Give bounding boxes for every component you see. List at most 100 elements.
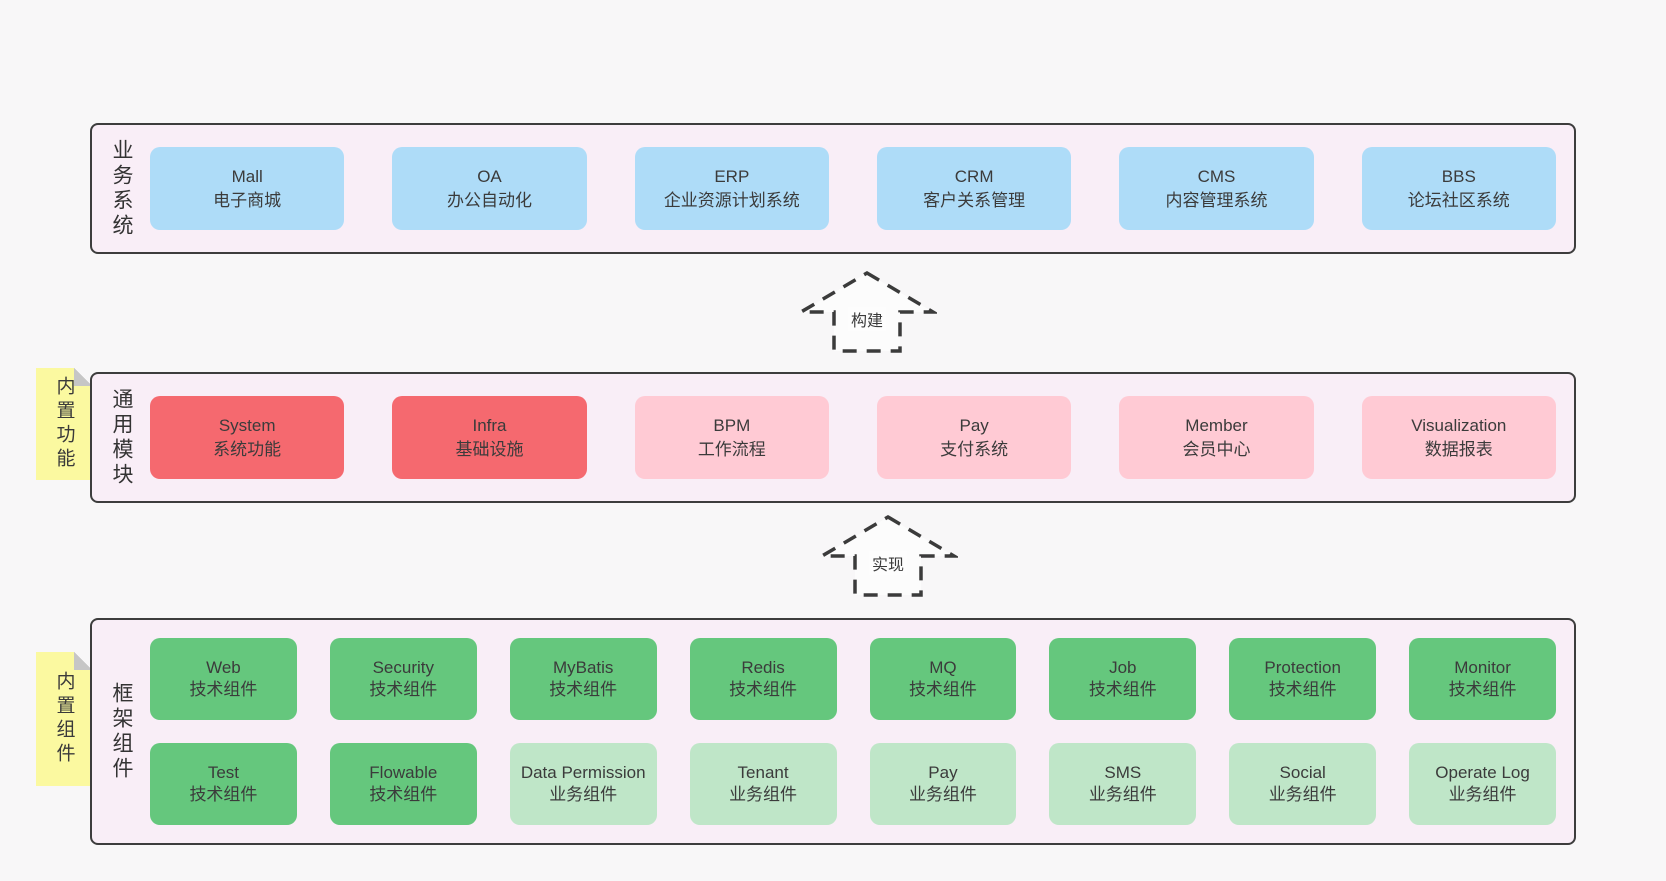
module-box-title: System xyxy=(218,415,276,435)
module-box-subtitle: 技术组件 xyxy=(369,680,438,699)
module-box-subtitle: 技术组件 xyxy=(369,785,438,804)
module-box-social: Social 业务组件 xyxy=(1229,743,1377,825)
module-box-title: MyBatis xyxy=(552,658,614,678)
module-box-subtitle: 技术组件 xyxy=(189,785,258,804)
folded-corner-icon xyxy=(74,368,92,386)
module-box-mybatis: MyBatis 技术组件 xyxy=(509,638,657,720)
module-box-title: Pay xyxy=(928,763,958,783)
module-box-data-permission: Data Permission 业务组件 xyxy=(509,743,657,825)
module-box-tenant: Tenant 业务组件 xyxy=(689,743,837,825)
module-box-title: Infra xyxy=(472,415,507,435)
module-box-title: Protection xyxy=(1264,658,1341,678)
module-box-title: Redis xyxy=(741,658,785,678)
sticky-note-builtin-components: 内置组件 xyxy=(36,652,92,786)
band-side-column: 业务系统 xyxy=(92,125,150,252)
module-box-subtitle: 业务组件 xyxy=(1088,785,1157,804)
module-box-title: BBS xyxy=(1441,166,1476,186)
module-box-title: MQ xyxy=(929,658,957,678)
arrow-label: 构建 xyxy=(847,306,887,331)
module-box-crm: CRM 客户关系管理 xyxy=(876,147,1072,230)
module-box-title: CMS xyxy=(1197,166,1236,186)
module-box-title: Flowable xyxy=(369,763,438,783)
module-box-subtitle: 内容管理系统 xyxy=(1165,190,1268,210)
module-box-title: Monitor xyxy=(1454,658,1511,678)
module-box-title: Member xyxy=(1185,415,1248,435)
module-box-erp: ERP 企业资源计划系统 xyxy=(634,147,829,230)
module-box-title: CRM xyxy=(954,166,994,186)
module-box-subtitle: 支付系统 xyxy=(940,439,1009,459)
module-box-operate-log: Operate Log 业务组件 xyxy=(1409,743,1556,825)
module-box-subtitle: 业务组件 xyxy=(729,785,798,804)
module-box-subtitle: 技术组件 xyxy=(1448,680,1517,699)
band-side-column: 框架组件 xyxy=(92,620,150,843)
module-box-subtitle: 论坛社区系统 xyxy=(1407,190,1510,210)
module-box-system: System 系统功能 xyxy=(150,396,345,479)
module-box-test: Test 技术组件 xyxy=(150,743,297,825)
build-arrow: 构建 xyxy=(797,270,937,354)
sticky-note-label: 内置组件 xyxy=(53,671,75,767)
module-box-title: ERP xyxy=(714,166,750,186)
module-box-cms: CMS 内容管理系统 xyxy=(1119,147,1314,230)
band-side-label: 框架组件 xyxy=(110,681,133,782)
module-box-title: Mall xyxy=(231,166,263,186)
module-box-subtitle: 技术组件 xyxy=(908,680,977,699)
module-box-subtitle: 技术组件 xyxy=(729,680,798,699)
band-side-column: 通用模块 xyxy=(92,374,150,501)
module-box-member: Member 会员中心 xyxy=(1119,396,1314,479)
module-box-monitor: Monitor 技术组件 xyxy=(1409,638,1556,720)
module-box-web: Web 技术组件 xyxy=(150,638,297,720)
module-box-mq: MQ 技术组件 xyxy=(869,638,1017,720)
module-box-subtitle: 系统功能 xyxy=(213,439,282,459)
sticky-note-label: 内置功能 xyxy=(53,376,75,472)
module-box-redis: Redis 技术组件 xyxy=(689,638,837,720)
module-box-title: Job xyxy=(1109,658,1137,678)
module-box-pay: Pay 支付系统 xyxy=(876,396,1072,479)
module-box-title: Data Permission xyxy=(520,763,646,783)
module-box-title: Social xyxy=(1279,763,1326,783)
module-box-flowable: Flowable 技术组件 xyxy=(329,743,477,825)
arrow-label: 实现 xyxy=(868,550,908,575)
module-box-visualization: Visualization 数据报表 xyxy=(1361,396,1556,479)
module-box-subtitle: 技术组件 xyxy=(549,680,618,699)
module-box-title: Visualization xyxy=(1411,415,1507,435)
module-box-bbs: BBS 论坛社区系统 xyxy=(1361,147,1556,230)
module-box-title: Security xyxy=(372,658,435,678)
module-box-subtitle: 客户关系管理 xyxy=(923,190,1026,210)
module-box-job: Job 技术组件 xyxy=(1049,638,1197,720)
module-box-subtitle: 数据报表 xyxy=(1424,439,1493,459)
module-box-title: Pay xyxy=(959,415,989,435)
module-box-subtitle: 技术组件 xyxy=(189,680,258,699)
module-box-subtitle: 业务组件 xyxy=(1268,785,1337,804)
module-box-title: SMS xyxy=(1104,763,1142,783)
module-box-subtitle: 业务组件 xyxy=(908,785,977,804)
module-box-subtitle: 业务组件 xyxy=(549,785,618,804)
module-box-subtitle: 会员中心 xyxy=(1182,439,1251,459)
module-box-subtitle: 技术组件 xyxy=(1088,680,1157,699)
module-box-title: Web xyxy=(206,658,241,678)
module-box-title: Operate Log xyxy=(1435,763,1530,783)
module-box-title: OA xyxy=(477,166,502,186)
module-box-mall: Mall 电子商城 xyxy=(150,147,345,230)
module-box-bpm: BPM 工作流程 xyxy=(634,396,829,479)
module-box-title: Test xyxy=(207,763,240,783)
module-box-sms: SMS 业务组件 xyxy=(1049,743,1197,825)
module-box-subtitle: 工作流程 xyxy=(697,439,766,459)
module-box-subtitle: 企业资源计划系统 xyxy=(663,190,800,210)
module-box-title: Tenant xyxy=(737,763,789,783)
module-box-subtitle: 电子商城 xyxy=(213,190,282,210)
module-box-title: BPM xyxy=(713,415,751,435)
module-box-subtitle: 业务组件 xyxy=(1448,785,1517,804)
module-box-security: Security 技术组件 xyxy=(329,638,477,720)
folded-corner-icon xyxy=(74,652,92,670)
band-side-label: 业务系统 xyxy=(110,138,133,239)
